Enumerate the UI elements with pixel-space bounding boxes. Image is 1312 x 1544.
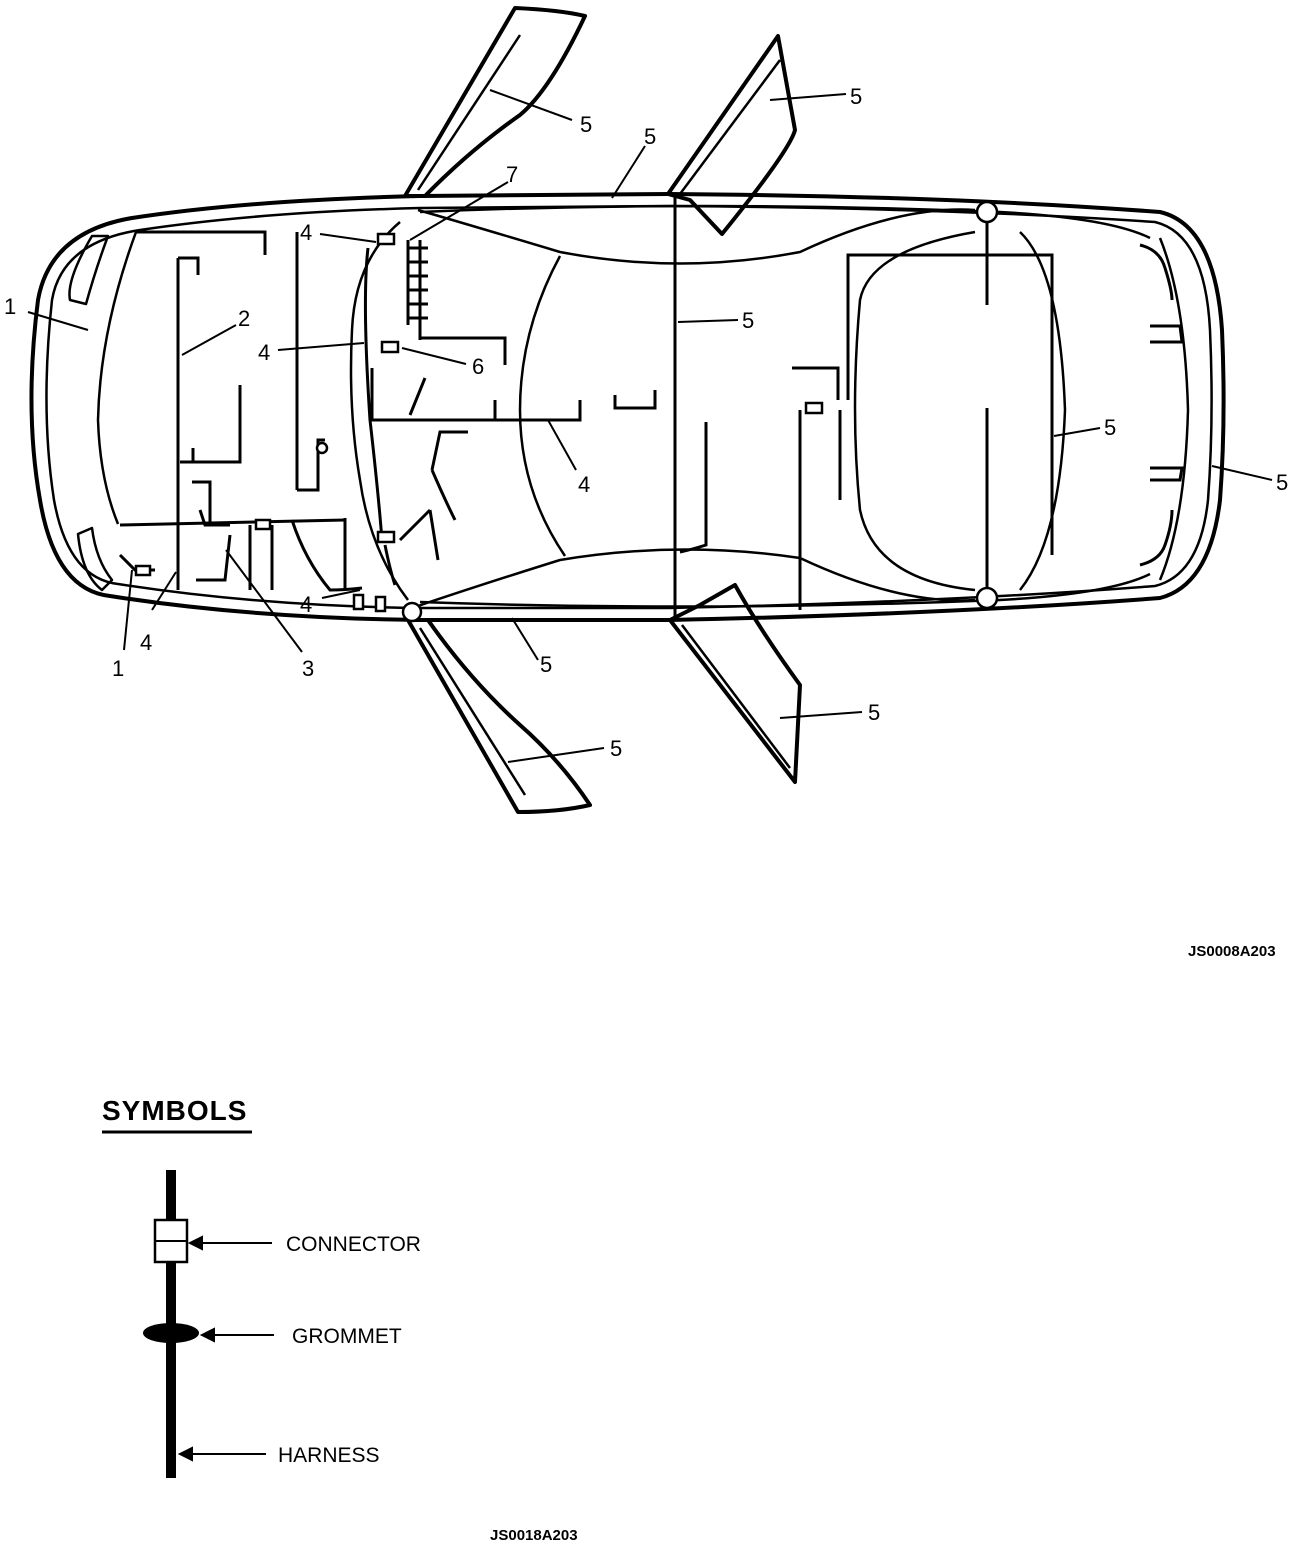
legend-connector-label: CONNECTOR [286, 1233, 421, 1256]
door-front-right [406, 618, 592, 814]
connector-d [254, 518, 272, 531]
connector-f [804, 401, 824, 415]
open-doors [403, 6, 802, 814]
connector-b [380, 340, 400, 354]
grommet-d [315, 441, 329, 455]
legend-harness-label: HARNESS [278, 1444, 380, 1467]
door-rear-left [666, 34, 797, 236]
door-front-left [403, 6, 587, 198]
callout-4-dash: 4 [578, 472, 590, 497]
callout-6: 6 [472, 354, 484, 379]
callout-5-left-side: 5 [644, 124, 656, 149]
callout-5-right-side: 5 [540, 652, 552, 677]
harness-routes [118, 204, 1184, 610]
grommet-c [975, 586, 999, 610]
callout-5-trunk: 5 [1104, 415, 1116, 440]
connector-a [376, 232, 396, 246]
legend-grommet-label: GROMMET [292, 1325, 402, 1348]
callout-5-b-pillar: 5 [742, 308, 754, 333]
callout-4-mid: 4 [258, 340, 270, 365]
door-rear-right [668, 583, 802, 784]
callout-5-rear-left-door: 5 [850, 84, 862, 109]
callout-5-rear: 5 [1276, 470, 1288, 495]
figure-code-top: JS0008A203 [1188, 943, 1276, 960]
symbols-legend: SYMBOLS CONNECTOR GROMMET HARNESS [102, 1095, 421, 1478]
connector-e [134, 564, 152, 577]
connector-h [374, 595, 387, 613]
callout-5-front-left-door: 5 [580, 112, 592, 137]
legend-arrows [177, 1235, 274, 1462]
harness-connectors [134, 200, 999, 623]
callout-2: 2 [238, 306, 250, 331]
callout-3: 3 [302, 656, 314, 681]
legend-heading: SYMBOLS [102, 1095, 247, 1126]
grommet-a [401, 601, 423, 623]
legend-grommet-symbol [143, 1323, 199, 1343]
grommet-b [975, 200, 999, 224]
callout-labels: 1 1 2 3 4 4 4 4 4 5 5 5 5 5 5 5 5 5 5 6 … [4, 84, 1288, 761]
callout-4-lower: 4 [300, 592, 312, 617]
leader-lines [27, 89, 1273, 763]
callout-5-rear-right-door: 5 [868, 700, 880, 725]
callout-7: 7 [506, 162, 518, 187]
legend-connector-symbol [153, 1218, 189, 1264]
connector-g [352, 593, 365, 611]
callout-5-front-right-door: 5 [610, 736, 622, 761]
figure-code-bottom: JS0018A203 [490, 1527, 578, 1544]
callout-1-lower: 1 [112, 656, 124, 681]
callout-4-top: 4 [300, 220, 312, 245]
callout-1-upper: 1 [4, 294, 16, 319]
connector-c [376, 530, 396, 544]
callout-4-front: 4 [140, 630, 152, 655]
